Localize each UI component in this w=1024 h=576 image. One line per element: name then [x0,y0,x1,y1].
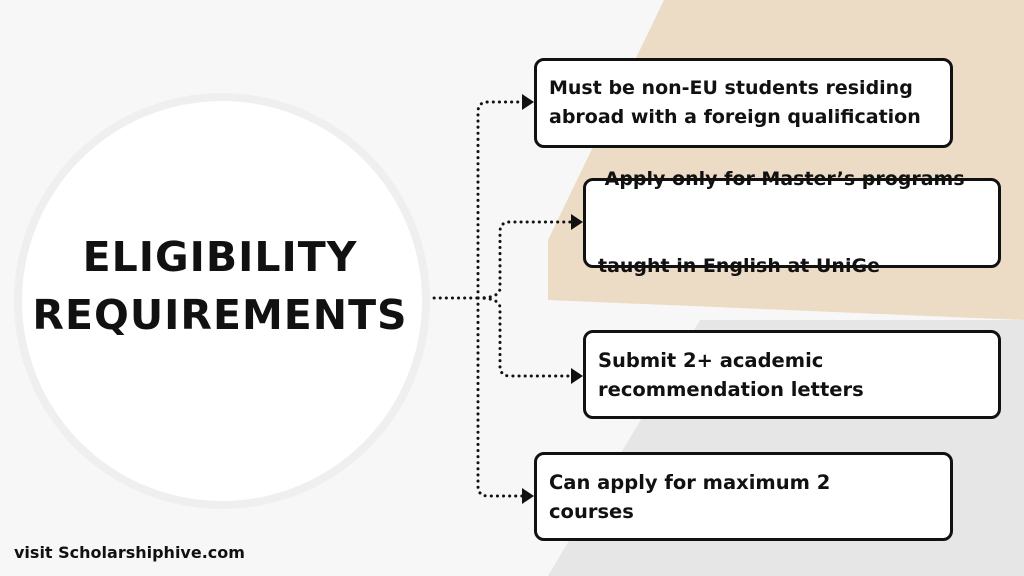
arrowhead-3 [571,368,583,384]
requirement-text-3: Submit 2+ academic recommendation letter… [598,346,864,404]
arrowhead-2 [571,214,583,230]
requirement-text-1: Must be non-EU students residing abroad … [549,74,921,132]
requirement-1-line-1: Must be non-EU students residing [549,77,913,99]
requirement-4-line-1: Can apply for maximum 2 [549,470,831,494]
requirement-text-2: Apply only for Master’s programs taught … [598,107,965,339]
title-circle [22,101,422,501]
connector-to-box-2 [476,220,576,300]
connector-to-box-1 [476,100,526,300]
requirement-1-line-2: abroad with a foreign qualification [549,106,921,128]
connector-to-box-3 [476,296,576,378]
arrowhead-4 [522,488,534,504]
requirement-box-4: Can apply for maximum 2 courses [534,452,953,541]
title-line-1: ELIGIBILITY [82,233,358,281]
footer-link-text: visit Scholarshiphive.com [14,543,245,562]
diagram-title: ELIGIBILITY REQUIREMENTS [30,228,410,344]
requirement-3-line-1: Submit 2+ academic [598,348,824,372]
requirement-box-1: Must be non-EU students residing abroad … [534,58,953,148]
requirement-3-line-2: recommendation letters [598,377,864,401]
arrowhead-1 [522,94,534,110]
title-line-2: REQUIREMENTS [32,291,408,339]
requirement-text-4: Can apply for maximum 2 courses [549,468,830,526]
requirement-box-2: Apply only for Master’s programs taught … [583,168,1001,277]
requirement-box-3: Submit 2+ academic recommendation letter… [583,330,1001,419]
requirement-4-line-2: courses [549,499,634,523]
requirement-2-line-1: Apply only for Master’s programs [598,168,965,190]
requirement-2-line-2: taught in English at UniGe [598,255,880,277]
connector-to-box-4 [476,296,526,498]
